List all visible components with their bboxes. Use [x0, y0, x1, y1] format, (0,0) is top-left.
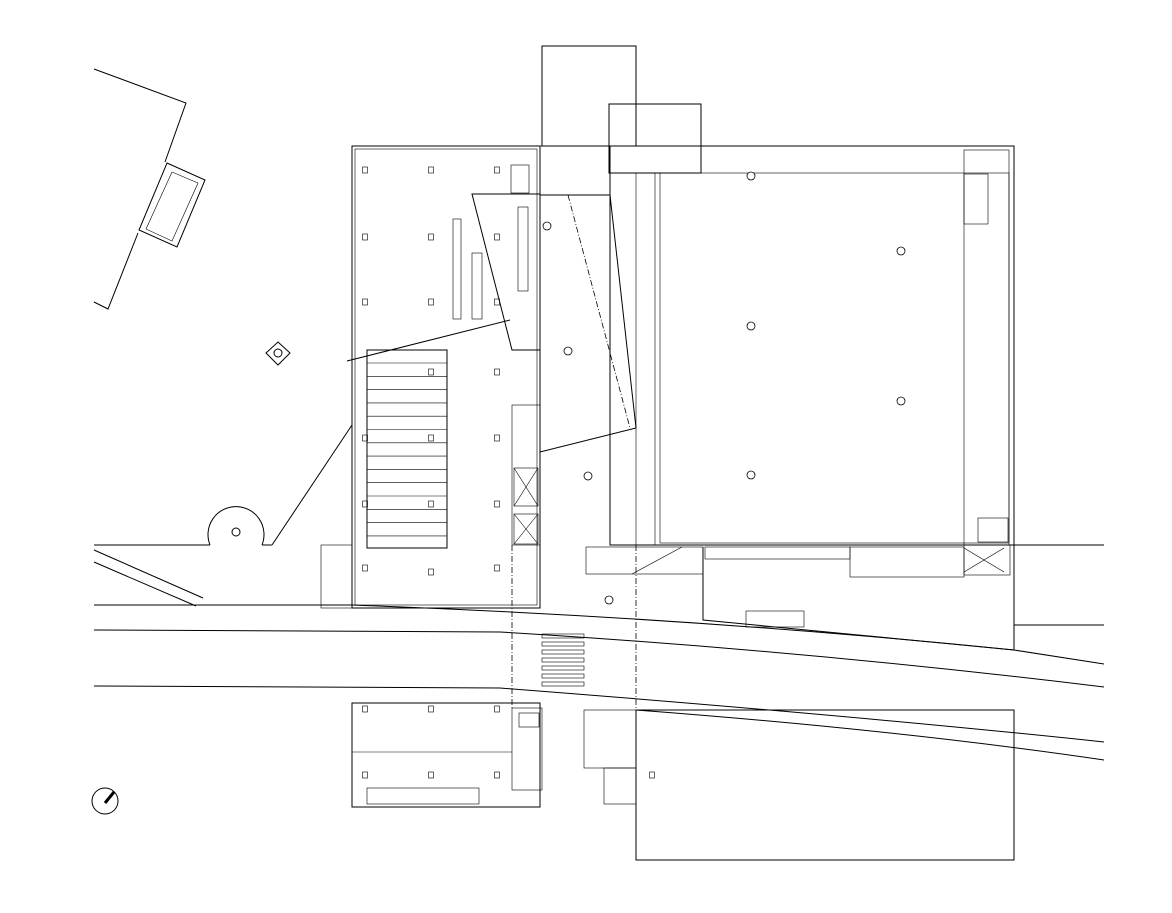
west-wing [346, 145, 541, 609]
site-marker [265, 341, 291, 366]
site-edge [93, 424, 1104, 626]
column [428, 771, 434, 779]
crosswalk-stripe [541, 665, 585, 671]
road [93, 604, 1105, 761]
column [746, 171, 756, 181]
crosswalk-stripe [541, 649, 585, 655]
column [494, 434, 500, 442]
crosswalk-stripe [541, 681, 585, 687]
column [494, 564, 500, 572]
crosswalk-stripe [541, 641, 585, 647]
column [494, 500, 500, 508]
column [896, 396, 906, 406]
column [494, 705, 500, 713]
column [746, 470, 756, 480]
column [362, 233, 368, 241]
crosswalk-stripe [541, 673, 585, 679]
column [428, 434, 434, 442]
column [494, 166, 500, 174]
column [362, 298, 368, 306]
column [896, 246, 906, 256]
north-tower [541, 45, 637, 147]
crosswalk-stripe [541, 633, 585, 639]
north-arrow-icon [91, 787, 119, 815]
crosswalk-stripe [541, 657, 585, 663]
hall-columns [362, 166, 906, 779]
column [362, 705, 368, 713]
column [649, 771, 655, 779]
column [428, 298, 434, 306]
column [428, 166, 434, 174]
column [428, 568, 434, 576]
column [428, 500, 434, 508]
north-annex [608, 103, 702, 174]
column [746, 321, 756, 331]
column [428, 233, 434, 241]
grand-stair [366, 349, 448, 549]
atrium [511, 194, 637, 546]
south-east-block [635, 709, 1015, 861]
main-hall [609, 145, 1015, 546]
crosswalk [541, 633, 585, 687]
column [494, 368, 500, 376]
column [494, 771, 500, 779]
south-strip [320, 544, 1015, 651]
column [362, 500, 368, 508]
column [362, 771, 368, 779]
column [362, 564, 368, 572]
south-west-block [351, 702, 637, 808]
column [494, 298, 500, 306]
column [494, 233, 500, 241]
column [428, 368, 434, 376]
column [362, 434, 368, 442]
detached-building [93, 68, 206, 310]
column [428, 705, 434, 713]
column [362, 166, 368, 174]
